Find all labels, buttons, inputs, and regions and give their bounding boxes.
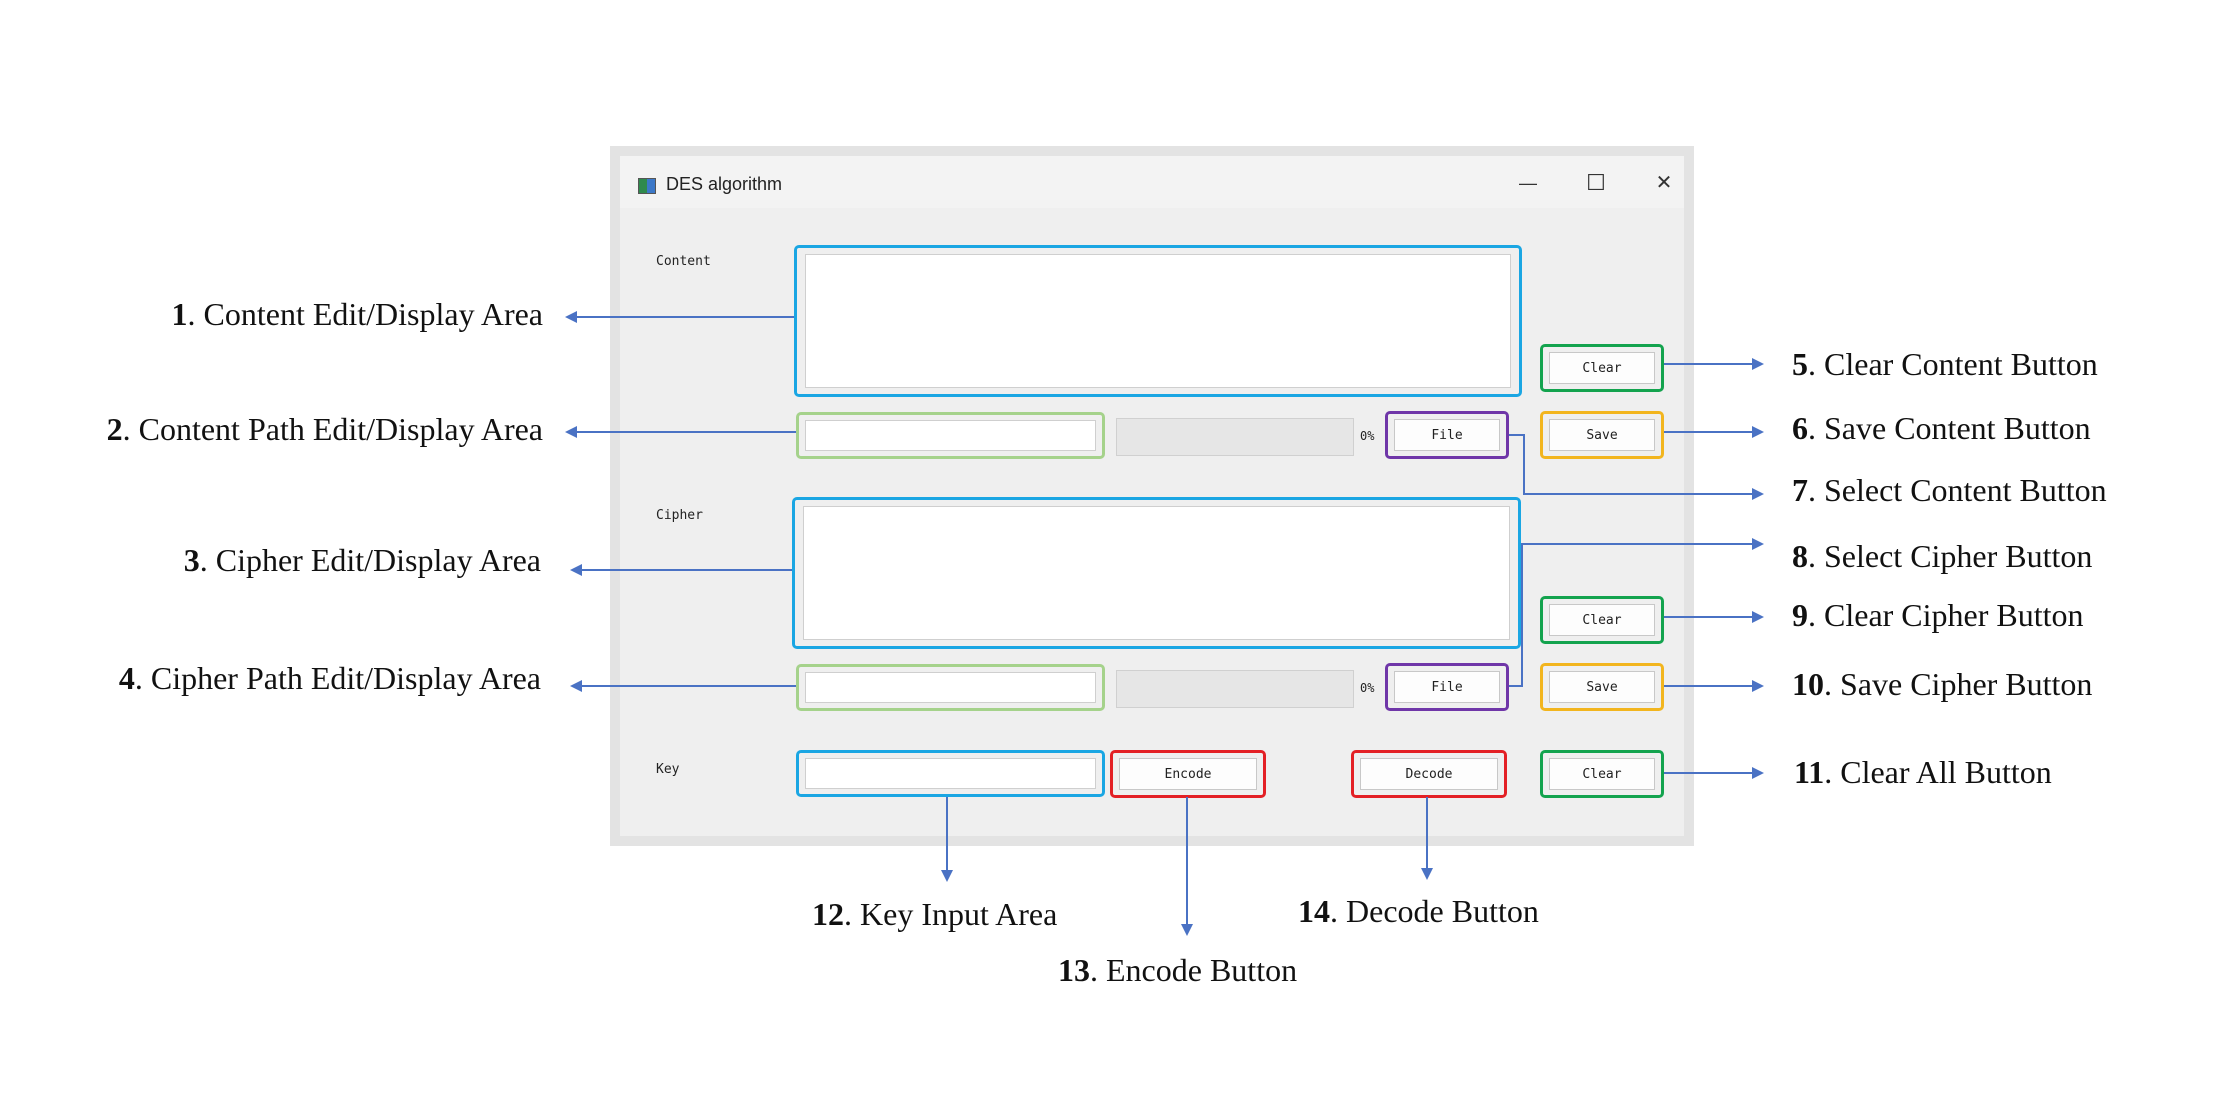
app-icon bbox=[638, 178, 656, 194]
select-cipher-button[interactable]: File bbox=[1385, 663, 1509, 711]
des-window: DES algorithm — ☐ ✕ Content Cipher Key 0… bbox=[620, 156, 1684, 836]
annotation-2: 2. Content Path Edit/Display Area bbox=[106, 411, 543, 447]
select-cipher-button-label: File bbox=[1394, 671, 1500, 703]
content-progress-bar bbox=[1116, 418, 1354, 456]
encode-button-label: Encode bbox=[1119, 758, 1257, 790]
annotation-12: 12. Key Input Area bbox=[812, 896, 1058, 932]
save-content-button-label: Save bbox=[1549, 419, 1655, 451]
annotation-13: 13. Encode Button bbox=[1058, 952, 1298, 988]
annotation-1: 1. Content Edit/Display Area bbox=[171, 296, 544, 332]
arrow-7 bbox=[1509, 434, 1764, 500]
close-button[interactable]: ✕ bbox=[1655, 172, 1673, 194]
save-cipher-button-label: Save bbox=[1549, 671, 1655, 703]
clear-content-button[interactable]: Clear bbox=[1540, 344, 1664, 392]
cipher-label: Cipher bbox=[656, 508, 703, 523]
key-input-area[interactable] bbox=[796, 750, 1105, 797]
content-text-field[interactable] bbox=[805, 254, 1511, 388]
minimize-button[interactable]: — bbox=[1519, 173, 1537, 193]
cipher-path-field[interactable] bbox=[796, 664, 1105, 711]
arrow-8 bbox=[1509, 538, 1764, 687]
annotation-7: 7. Select Content Button bbox=[1792, 472, 2107, 508]
content-edit-area[interactable] bbox=[794, 245, 1522, 397]
save-content-button[interactable]: Save bbox=[1540, 411, 1664, 459]
cipher-progress-text: 0% bbox=[1360, 681, 1375, 695]
decode-button-label: Decode bbox=[1360, 758, 1498, 790]
cipher-progress-bar bbox=[1116, 670, 1354, 708]
annotation-14: 14. Decode Button bbox=[1298, 893, 1539, 929]
annotation-8: 8. Select Cipher Button bbox=[1792, 538, 2093, 574]
clear-all-button-label: Clear bbox=[1549, 758, 1655, 790]
cipher-path-input[interactable] bbox=[805, 672, 1096, 703]
save-cipher-button[interactable]: Save bbox=[1540, 663, 1664, 711]
clear-cipher-button-label: Clear bbox=[1549, 604, 1655, 636]
window-title: DES algorithm bbox=[666, 174, 783, 194]
clear-content-button-label: Clear bbox=[1549, 352, 1655, 384]
clear-cipher-button[interactable]: Clear bbox=[1540, 596, 1664, 644]
title-bar: DES algorithm — ☐ ✕ bbox=[620, 156, 1684, 208]
clear-all-button[interactable]: Clear bbox=[1540, 750, 1664, 798]
maximize-button[interactable]: ☐ bbox=[1586, 170, 1606, 195]
annotation-3: 3. Cipher Edit/Display Area bbox=[183, 542, 541, 578]
cipher-edit-area[interactable] bbox=[792, 497, 1521, 649]
key-input[interactable] bbox=[805, 758, 1096, 789]
select-content-button[interactable]: File bbox=[1385, 411, 1509, 459]
annotation-11: 11. Clear All Button bbox=[1794, 754, 2052, 790]
content-path-field[interactable] bbox=[796, 412, 1105, 459]
annotation-5: 5. Clear Content Button bbox=[1792, 346, 2098, 382]
annotation-6: 6. Save Content Button bbox=[1792, 410, 2091, 446]
select-content-button-label: File bbox=[1394, 419, 1500, 451]
annotation-4: 4. Cipher Path Edit/Display Area bbox=[118, 660, 541, 696]
content-path-input[interactable] bbox=[805, 420, 1096, 451]
content-label: Content bbox=[656, 254, 711, 269]
decode-button[interactable]: Decode bbox=[1351, 750, 1507, 798]
annotation-9: 9. Clear Cipher Button bbox=[1792, 597, 2084, 633]
encode-button[interactable]: Encode bbox=[1110, 750, 1266, 798]
cipher-text-field[interactable] bbox=[803, 506, 1510, 640]
key-label: Key bbox=[656, 762, 680, 777]
content-progress-text: 0% bbox=[1360, 429, 1375, 443]
annotation-10: 10. Save Cipher Button bbox=[1792, 666, 2093, 702]
